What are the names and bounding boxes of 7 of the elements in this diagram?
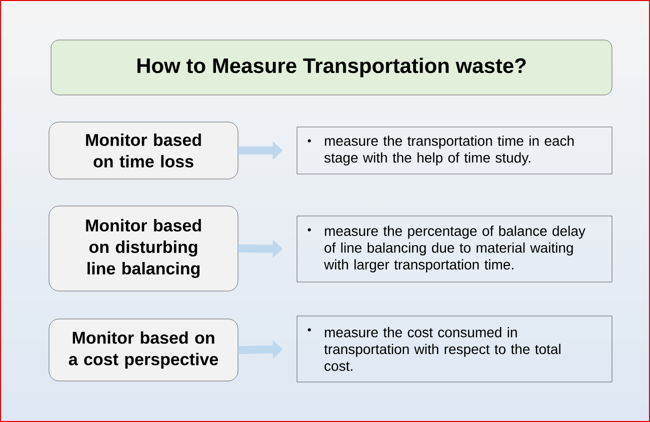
category-box: Monitor based on a cost perspective: [48, 318, 238, 382]
description-box: measure the percentage of balance delay of line balancing due to material waiting with larger transportation time.: [296, 216, 612, 282]
title-box: How to Measure Transportation waste?: [50, 40, 612, 96]
description-box: measure the transportation time in each stage with the help of time study.: [296, 126, 612, 174]
category-box: Monitor based on time loss: [48, 122, 238, 180]
description-box: measure the cost consumed in transportation with respect to the total cost.: [296, 316, 612, 382]
category-box: Monitor based on disturbing line balancing: [48, 206, 238, 292]
